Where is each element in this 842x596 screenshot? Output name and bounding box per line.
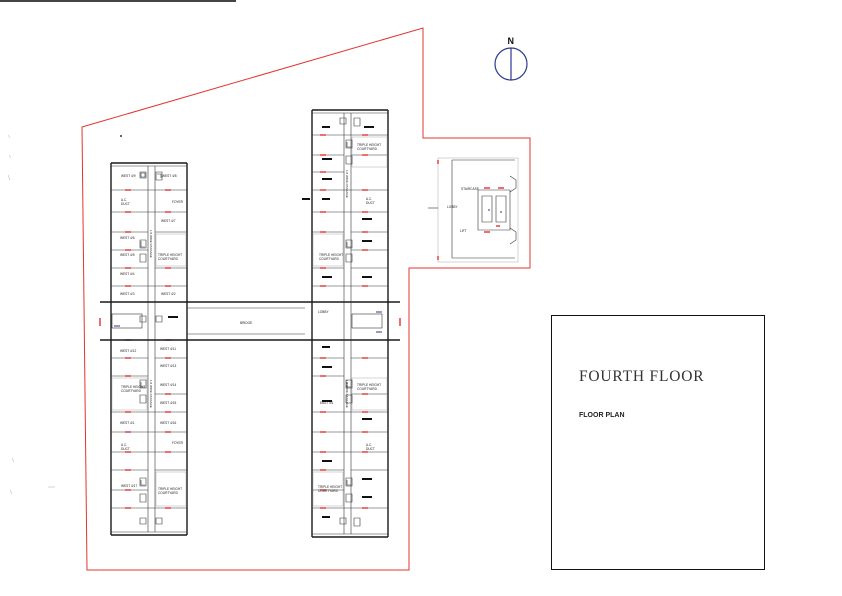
west-unit-label: WEST 4/1 <box>120 421 135 425</box>
west-stair-glyphs <box>139 171 163 525</box>
corridor-label: 1.8 WIDE PASSAGE <box>149 380 153 408</box>
courtyard-label: TRIPLE HEIGHT <box>357 383 381 387</box>
ac-duct-label: DUCT <box>121 447 130 451</box>
courtyard-label: TRIPLE HEIGHT <box>158 487 182 491</box>
compass-north-label: N <box>508 36 515 46</box>
ac-duct-label: A.C. <box>366 443 372 447</box>
central-bridge: BRIDGE LOBBY <box>99 301 401 341</box>
west-unit-label: WEST 4/8 <box>162 174 177 178</box>
site-boundary <box>81 27 531 571</box>
courtyard-label: COURTYARD <box>357 147 378 151</box>
west-unit-label: WEST 4/16 <box>160 421 176 425</box>
service-core: STAIRCASE LOBBY LIFT <box>428 157 519 263</box>
staircase-label: STAIRCASE <box>461 187 479 191</box>
courtyard-label: TRIPLE HEIGHT <box>357 143 381 147</box>
west-unit-label: WEST 4/13 <box>160 364 176 368</box>
ac-duct-label: DUCT <box>366 201 375 205</box>
corridor-label: 1.8 WIDE PASSAGE <box>345 170 349 198</box>
courtyard-label: TRIPLE HEIGHT <box>318 485 342 489</box>
lobby-label: LOBBY <box>447 205 459 209</box>
top-border-line <box>0 0 236 2</box>
title-block: FOURTH FLOOR FLOOR PLAN <box>551 315 765 570</box>
courtyard-label: COURTYARD <box>158 491 179 495</box>
west-unit-label: WEST 4/7 <box>161 219 176 223</box>
floor-subtitle: FLOOR PLAN <box>579 412 625 419</box>
ac-duct-label: DUCT <box>121 202 130 206</box>
west-unit-label: WEST 4/12 <box>120 349 136 353</box>
west-unit-label: WEST 4/9 <box>121 174 136 178</box>
courtyard-label: TRIPLE HEIGHT <box>158 253 182 257</box>
west-unit-label: WEST 4/15 <box>160 401 176 405</box>
corridor-label: 1.8 WIDE PASSAGE <box>149 230 153 258</box>
foyer-label: FOYER <box>172 441 184 445</box>
courtyard-label: COURTYARD <box>319 257 340 261</box>
west-block: WEST 4/9 WEST 4/8 A.C. DUCT FOYER WEST 4… <box>110 162 188 536</box>
west-unit-label: WEST 4/11 <box>160 347 176 351</box>
bridge-label: BRIDGE <box>240 321 252 325</box>
edge-marks <box>7 134 122 495</box>
west-unit-label: WEST 4/3 <box>120 292 135 296</box>
east-block: TRIPLE HEIGHT COURTYARD A.C. DUCT TRIPLE… <box>302 109 389 538</box>
lobby-label: LOBBY <box>318 310 330 314</box>
ac-duct-label: A.C. <box>366 197 372 201</box>
west-unit-label: WEST 4/4 <box>120 272 135 276</box>
lift-label: LIFT <box>460 229 467 233</box>
west-unit-label: WEST 4/17 <box>121 484 137 488</box>
north-compass: N <box>494 36 528 81</box>
ac-duct-label: A.C. <box>121 198 127 202</box>
courtyard-label: COURTYARD <box>121 389 142 393</box>
west-unit-label: WEST 4/14 <box>160 383 176 387</box>
east-unit-label: EAST 4/1 <box>320 401 334 405</box>
courtyard-label: TRIPLE HEIGHT <box>121 385 145 389</box>
corridor-label: 1.8 WIDE PASSAGE <box>345 380 349 408</box>
courtyard-label: COURTYARD <box>318 489 339 493</box>
west-unit-label: WEST 4/6 <box>120 236 135 240</box>
west-unit-label: WEST 4/2 <box>161 292 176 296</box>
foyer-label: FOYER <box>172 200 184 204</box>
courtyard-label: COURTYARD <box>357 387 378 391</box>
ac-duct-label: A.C. <box>121 443 127 447</box>
ac-duct-label: DUCT <box>366 447 375 451</box>
floor-title: FOURTH FLOOR <box>579 368 705 385</box>
west-unit-label: WEST 4/5 <box>120 253 135 257</box>
courtyard-label: COURTYARD <box>158 257 179 261</box>
courtyard-label: TRIPLE HEIGHT <box>319 253 343 257</box>
